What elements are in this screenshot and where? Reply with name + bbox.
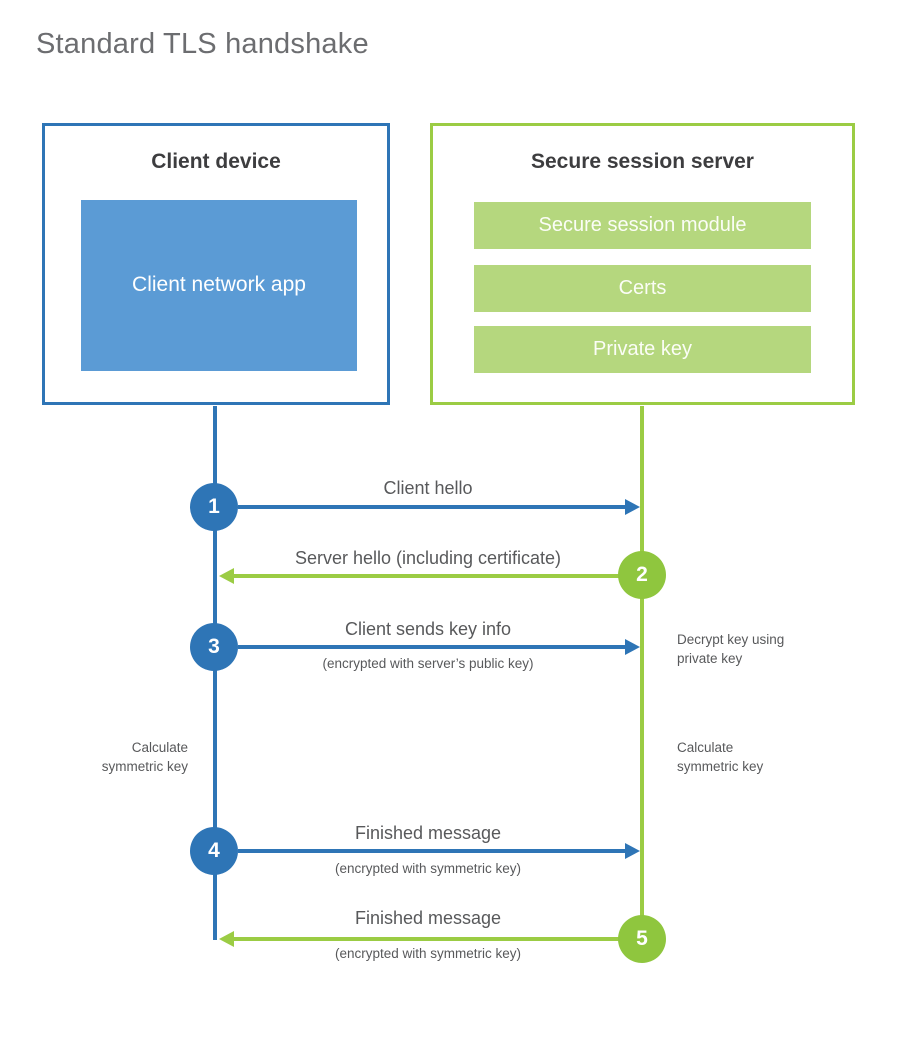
client-key-info-label: Client sends key info bbox=[344, 619, 512, 639]
calc-left-line2: symmetric key bbox=[101, 759, 188, 774]
step-circle-4: 4 bbox=[190, 827, 238, 875]
step-circle-2: 2 bbox=[618, 551, 666, 599]
secure-session-module-label: Secure session module bbox=[538, 214, 747, 236]
step-circle-5: 5 bbox=[618, 915, 666, 963]
calculate-symmetric-key-note-client: Calculate symmetric key bbox=[50, 738, 188, 776]
arrow-left-icon bbox=[219, 931, 234, 947]
client-device-title: Client device bbox=[151, 150, 281, 173]
secure-session-server-title: Secure session server bbox=[531, 150, 754, 173]
step-circle-3: 3 bbox=[190, 623, 238, 671]
decrypt-key-note-line1: Decrypt key using bbox=[677, 632, 785, 647]
server-lifeline bbox=[640, 406, 644, 962]
client-hello-label: Client hello bbox=[383, 478, 473, 498]
arrow-server-hello bbox=[234, 574, 622, 578]
step-circle-1: 1 bbox=[190, 483, 238, 531]
arrow-client-hello bbox=[238, 505, 626, 509]
private-key-label: Private key bbox=[593, 338, 692, 360]
client-network-app-box: Client network app bbox=[81, 200, 357, 371]
calc-left-line1: Calculate bbox=[131, 740, 188, 755]
calc-right-line1: Calculate bbox=[677, 740, 734, 755]
certs-label: Certs bbox=[618, 277, 667, 299]
secure-session-module-bar: Secure session module bbox=[474, 202, 811, 249]
client-lifeline bbox=[213, 406, 217, 940]
client-network-app-label: Client network app bbox=[132, 273, 306, 297]
calc-right-line2: symmetric key bbox=[677, 759, 764, 774]
secure-session-server-box: Secure session server Secure session mod… bbox=[430, 123, 855, 405]
arrow-left-icon bbox=[219, 568, 234, 584]
arrow-finished-client bbox=[238, 849, 626, 853]
arrow-finished-server bbox=[234, 937, 622, 941]
finished-message-client-label: Finished message bbox=[354, 823, 502, 843]
certs-bar: Certs bbox=[474, 265, 811, 312]
client-key-info-sublabel: (encrypted with server’s public key) bbox=[322, 656, 534, 671]
finished-message-client-sublabel: (encrypted with symmetric key) bbox=[334, 861, 522, 876]
finished-message-server-label: Finished message bbox=[354, 908, 502, 928]
client-device-box: Client device Client network app bbox=[42, 123, 390, 405]
server-hello-label: Server hello (including certificate) bbox=[294, 548, 562, 568]
arrow-client-key-info bbox=[238, 645, 626, 649]
private-key-bar: Private key bbox=[474, 326, 811, 373]
page-title: Standard TLS handshake bbox=[36, 28, 369, 60]
finished-message-server-sublabel: (encrypted with symmetric key) bbox=[334, 946, 522, 961]
decrypt-key-note: Decrypt key using private key bbox=[677, 630, 784, 668]
arrow-right-icon bbox=[625, 843, 640, 859]
arrow-right-icon bbox=[625, 639, 640, 655]
calculate-symmetric-key-note-server: Calculate symmetric key bbox=[677, 738, 763, 776]
arrow-right-icon bbox=[625, 499, 640, 515]
decrypt-key-note-line2: private key bbox=[677, 651, 743, 666]
